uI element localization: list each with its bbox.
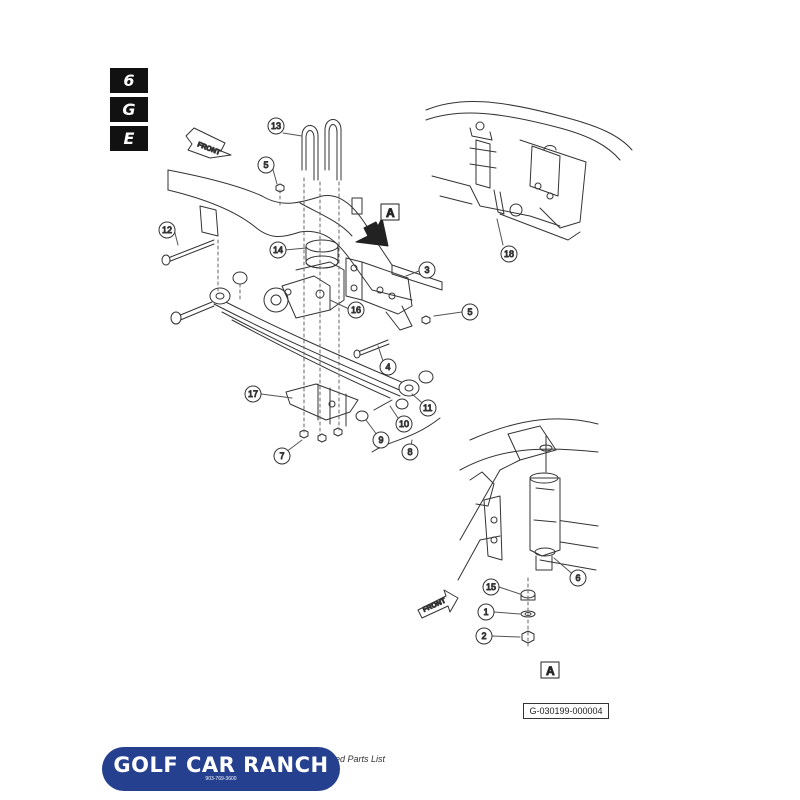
detail-marker: A bbox=[540, 661, 560, 679]
logo-phone: 903-769-3600 bbox=[205, 776, 237, 782]
frame-rail bbox=[167, 169, 443, 301]
svg-text:5: 5 bbox=[468, 307, 473, 317]
leaf-group-bracket bbox=[371, 417, 441, 453]
svg-text:15: 15 bbox=[486, 582, 496, 592]
callout-6: 6 bbox=[569, 569, 587, 587]
svg-text:5: 5 bbox=[264, 160, 269, 170]
bolt bbox=[161, 239, 393, 411]
alignment-line bbox=[217, 177, 340, 437]
svg-text:6: 6 bbox=[576, 573, 581, 583]
svg-text:16: 16 bbox=[351, 305, 361, 315]
callout-14: 14 bbox=[269, 241, 287, 259]
front-arrow-icon: FRONT bbox=[417, 589, 459, 619]
rear-shock-detail bbox=[425, 100, 633, 241]
callout-8: 8 bbox=[401, 443, 419, 461]
callout-12: 12 bbox=[158, 221, 176, 239]
callout-16: 16 bbox=[347, 301, 365, 319]
u-bolt bbox=[301, 119, 342, 181]
callout-10: 10 bbox=[395, 415, 413, 433]
detail-marker-label: A bbox=[546, 664, 555, 678]
leaf-spring bbox=[209, 287, 420, 399]
svg-text:13: 13 bbox=[271, 121, 281, 131]
callout-5: 5 bbox=[257, 156, 275, 174]
drawing-reference-code: G-030199-000004 bbox=[523, 703, 609, 719]
svg-text:10: 10 bbox=[399, 419, 409, 429]
callout-13: 13 bbox=[267, 117, 285, 135]
callout-5: 5 bbox=[461, 303, 479, 321]
svg-text:9: 9 bbox=[379, 435, 384, 445]
detail-marker: A bbox=[380, 203, 400, 221]
detail-arrow-icon bbox=[355, 217, 389, 247]
front-shock-detail bbox=[457, 418, 599, 581]
svg-text:17: 17 bbox=[248, 389, 258, 399]
callout-1: 1 bbox=[477, 603, 495, 621]
svg-text:18: 18 bbox=[504, 249, 514, 259]
leader-line bbox=[496, 218, 504, 246]
callout-9: 9 bbox=[372, 431, 390, 449]
section-tab: G bbox=[110, 97, 148, 122]
detail-marker-label: A bbox=[386, 206, 395, 220]
callout-2: 2 bbox=[475, 627, 493, 645]
svg-text:4: 4 bbox=[386, 362, 391, 372]
svg-text:2: 2 bbox=[482, 631, 487, 641]
footer-text: ed Parts List bbox=[335, 754, 386, 764]
shackle-bracket bbox=[345, 197, 413, 331]
svg-text:14: 14 bbox=[273, 245, 283, 255]
section-tab: E bbox=[110, 126, 148, 151]
spring-seat bbox=[305, 239, 339, 269]
section-tab: 6 bbox=[110, 68, 148, 93]
svg-text:3: 3 bbox=[425, 265, 430, 275]
callout-17: 17 bbox=[244, 385, 262, 403]
callout-3: 3 bbox=[418, 261, 436, 279]
svg-text:12: 12 bbox=[162, 225, 172, 235]
svg-text:8: 8 bbox=[408, 447, 413, 457]
callout-11: 11 bbox=[419, 399, 437, 417]
spring-plate bbox=[285, 383, 359, 427]
svg-text:7: 7 bbox=[280, 451, 285, 461]
callout-18: 18 bbox=[500, 245, 518, 263]
callout-7: 7 bbox=[273, 447, 291, 465]
svg-text:11: 11 bbox=[423, 403, 432, 413]
callout-4: 4 bbox=[379, 358, 397, 376]
logo-name: GOLF CAR RANCH bbox=[113, 753, 329, 777]
callout-15: 15 bbox=[482, 578, 500, 596]
front-arrow-icon: FRONT bbox=[185, 127, 232, 159]
golf-car-ranch-logo: GOLF CAR RANCH 903-769-3600 bbox=[102, 747, 340, 791]
svg-text:1: 1 bbox=[484, 607, 489, 617]
